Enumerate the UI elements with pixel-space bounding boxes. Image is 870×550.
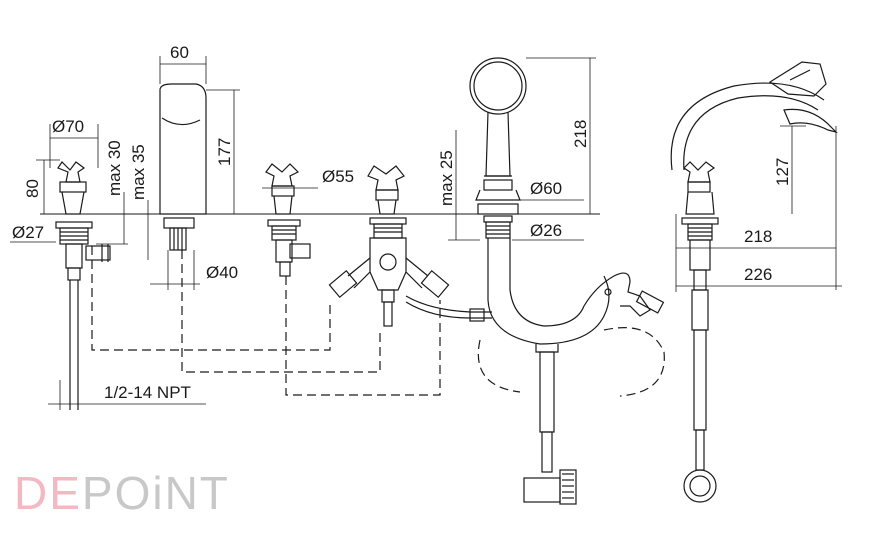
dim-218-vertical: 218 [571,120,590,148]
dim-max25: max 25 [437,150,456,206]
dim-127: 127 [773,158,792,186]
dim-d55: Ø55 [322,167,354,186]
dim-177: 177 [215,138,234,166]
spout [159,83,207,251]
dim-d60: Ø60 [530,179,562,198]
hand-shower-side [670,61,838,503]
dim-80: 80 [23,179,42,198]
diverter-valve [328,165,492,327]
dim-d27: Ø27 [12,223,44,242]
dim-d40: Ø40 [206,263,238,282]
dim-226: 226 [744,265,772,284]
logo-part-2: POiNT [81,467,230,519]
dim-max30: max 30 [105,140,124,196]
dashed-pipes [91,246,665,397]
left-valve [55,161,111,410]
brand-logo: DEPOiNT [14,470,230,516]
dim-218-horizontal: 218 [744,227,772,246]
hand-shower-front [469,57,665,505]
logo-part-1: DE [14,467,82,519]
dim-60: 60 [170,43,189,62]
middle-valve [265,163,311,277]
dim-npt: 1/2-14 NPT [104,383,191,402]
dim-d70: Ø70 [52,117,84,136]
dimension-lines [10,56,842,410]
dim-d26: Ø26 [530,221,562,240]
dim-max35: max 35 [129,144,148,200]
